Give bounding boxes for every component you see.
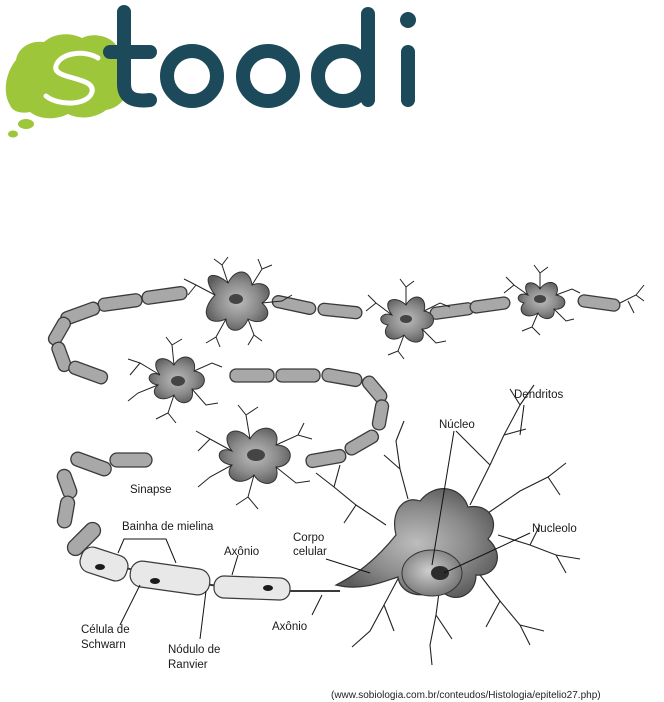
- small-neuron-top-left: [184, 257, 292, 347]
- label-corpo-celular-line1: Corpo: [293, 532, 324, 544]
- source-citation: (www.sobiologia.com.br/conteudos/Histolo…: [331, 690, 601, 701]
- small-neuron-middle-left: [128, 337, 222, 423]
- label-nodulo-de-ranvier-line1: Nódulo de: [168, 644, 220, 656]
- small-neuron-top-right: [504, 265, 580, 335]
- label-bainha-de-mielina: Bainha de mielina: [122, 521, 214, 533]
- small-neuron-center: [196, 405, 312, 509]
- label-corpo-celular-line2: celular: [293, 546, 327, 558]
- label-celula-de-schwarn-line2: Schwarn: [81, 639, 126, 651]
- myelin-sheath-chain: [46, 286, 620, 559]
- label-axonio-upper: Axônio: [224, 546, 259, 558]
- label-nucleo: Núcleo: [439, 419, 475, 431]
- label-celula-de-schwarn-line1: Célula de: [81, 624, 130, 636]
- label-dendritos: Dendritos: [514, 389, 563, 401]
- brand-text: [110, 12, 408, 101]
- label-nucleolo: Nucleolo: [532, 523, 577, 535]
- i-dot: [400, 12, 416, 28]
- label-axonio-lower: Axônio: [272, 621, 307, 633]
- toodi-logo: toodi: [0, 0, 450, 150]
- nucleolus: [431, 566, 449, 580]
- neuron-diagram: Dendritos Núcleo Nucleolo Sinapse Bainha…: [0, 255, 664, 702]
- axon-terminal-right: [620, 285, 644, 313]
- label-sinapse: Sinapse: [130, 484, 172, 496]
- label-nodulo-de-ranvier-line2: Ranvier: [168, 659, 208, 671]
